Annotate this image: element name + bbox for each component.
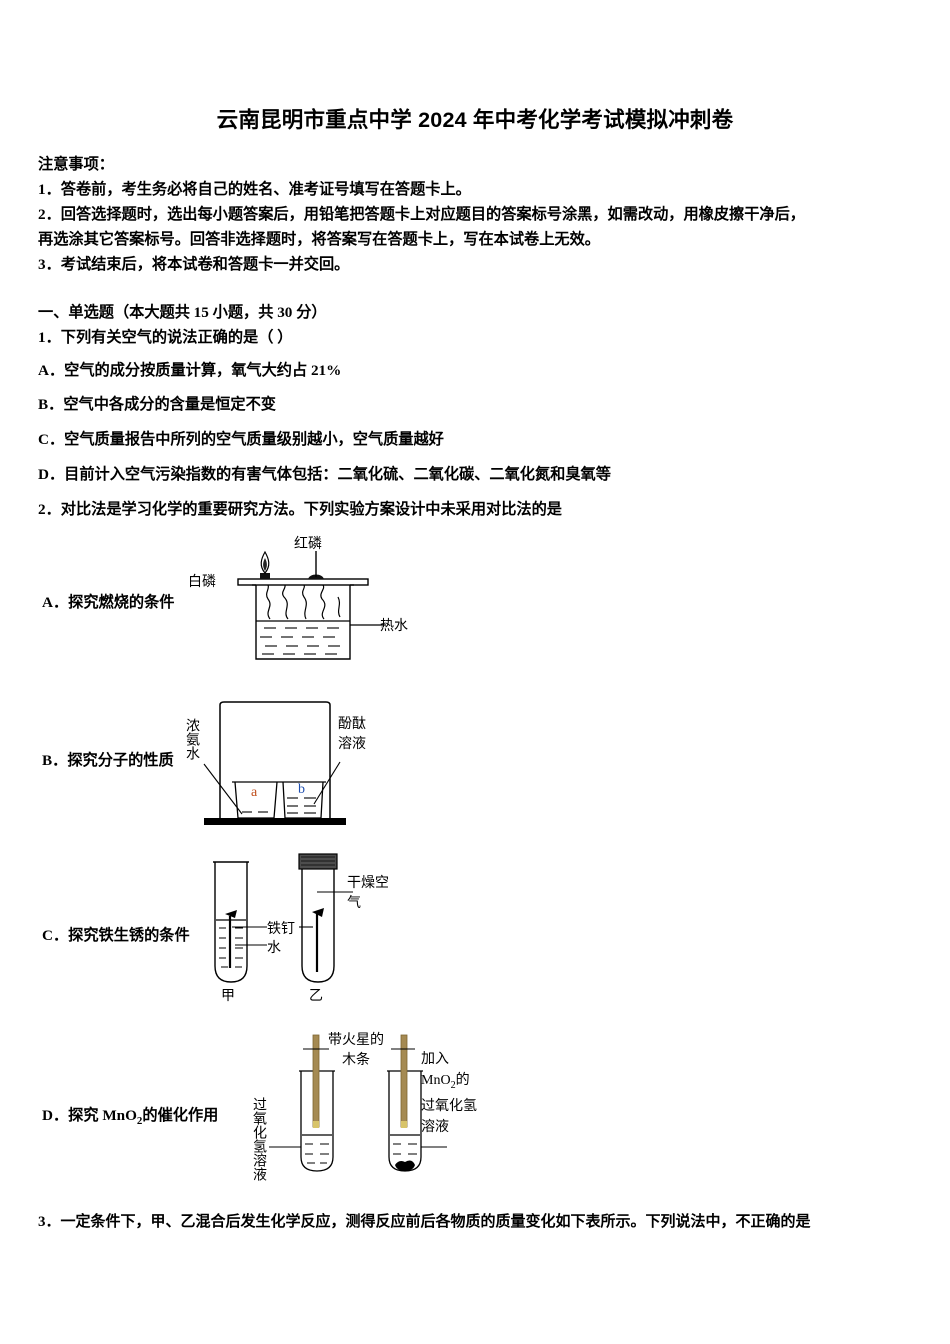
notice-line-4: 3．考试结束后，将本试卷和答题卡一并交回。 (38, 256, 350, 273)
label-glowing-splint: 带火星的木条 (328, 1033, 384, 1068)
combustion-apparatus-svg (237, 550, 386, 660)
question-2-option-c-label: C．探究铁生锈的条件 (42, 927, 190, 944)
molecular-diffusion-apparatus-svg (203, 701, 346, 825)
label-dry-air: 干燥空气 (347, 876, 389, 911)
question-3-number: 3． (38, 1214, 61, 1230)
question-1-option-a: A．空气的成分按质量计算，氧气大约占 21% (38, 362, 342, 379)
question-2-option-b-label: B．探究分子的性质 (42, 752, 174, 769)
question-2-option-d-label: D．探究 MnO2的催化作用 (42, 1107, 219, 1128)
notice-line-3: 再选涂其它答案标号。回答非选择题时，将答案写在答题卡上，写在本试卷上无效。 (38, 231, 600, 248)
label-phenolphthalein-solution: 酚酞溶液 (338, 717, 366, 752)
question-2-text: 对比法是学习化学的重要研究方法。下列实验方案设计中未采用对比法的是 (60, 501, 562, 518)
question-1-text: 下列有关空气的说法正确的是（ ） (60, 329, 293, 346)
label-red-phosphorus: 红磷 (294, 537, 322, 552)
label-beaker-a: a (251, 785, 258, 800)
notice-line-2: 2．回答选择题时，选出每小题答案后，用铅笔把答题卡上对应题目的答案标号涂黑，如需… (38, 206, 805, 223)
notice-line-1: 1．答卷前，考生务必将自己的姓名、准考证号填写在答题卡上。 (38, 181, 471, 198)
figure-mno2-catalysis: 带火星的木条 过氧化氢溶液 加入 MnO2的过氧化氢溶液 (251, 1025, 515, 1190)
question-2-stem: 2．对比法是学习化学的重要研究方法。下列实验方案设计中未采用对比法的是 (38, 497, 562, 519)
notice-block: 注意事项： 1．答卷前，考生务必将自己的姓名、准考证号填写在答题卡上。 2．回答… (38, 152, 918, 277)
label-hot-water: 热水 (380, 619, 408, 634)
question-1-option-d: D．目前计入空气污染指数的有害气体包括：二氧化硫、二氧化碳、二氧化氮和臭氧等 (38, 466, 611, 483)
label-tube-yi: 乙 (309, 989, 323, 1004)
iron-rust-testtubes-svg (213, 853, 353, 983)
question-3-stem: 3．一定条件下，甲、乙混合后发生化学反应，测得反应前后各物质的质量变化如下表所示… (38, 1210, 811, 1231)
label-hydrogen-peroxide: 过氧化氢溶液 (251, 1097, 266, 1181)
mno2-catalysis-testtubes-svg (269, 1034, 447, 1172)
figure-molecular-properties: 浓氨水 酚酞溶液 a b (184, 700, 450, 835)
question-1-option-b: B．空气中各成分的含量是恒定不变 (38, 396, 276, 413)
notice-heading: 注意事项： (38, 156, 114, 173)
label-tube-jia: 甲 (221, 989, 235, 1004)
label-white-phosphorus: 白磷 (188, 575, 216, 590)
question-1-number: 1． (38, 329, 61, 346)
label-beaker-b: b (298, 782, 305, 797)
figure-iron-rusting-conditions: 铁钉 水 干燥空气 甲 乙 (195, 848, 425, 1013)
figure-combustion-conditions: 白磷 红磷 热水 (188, 533, 440, 673)
label-water: 水 (267, 941, 281, 956)
page-title: 云南昆明市重点中学 2024 年中考化学考试模拟冲刺卷 (216, 108, 734, 132)
question-1-stem: 1．下列有关空气的说法正确的是（ ） (38, 325, 292, 347)
label-hydrogen-peroxide-with-mno2: 加入 MnO2的过氧化氢溶液 (421, 1052, 477, 1135)
question-3-text: 一定条件下，甲、乙混合后发生化学反应，测得反应前后各物质的质量变化如下表所示。下… (60, 1214, 811, 1230)
section-heading: 一、单选题（本大题共 15 小题，共 30 分） (38, 304, 327, 321)
question-1-option-c: C．空气质量报告中所列的空气质量级别越小，空气质量越好 (38, 431, 444, 448)
label-concentrated-ammonia: 浓氨水 (184, 718, 199, 760)
question-2-number: 2． (38, 501, 61, 518)
label-iron-nail: 铁钉 (267, 922, 295, 937)
question-2-option-a-label: A．探究燃烧的条件 (42, 594, 175, 611)
